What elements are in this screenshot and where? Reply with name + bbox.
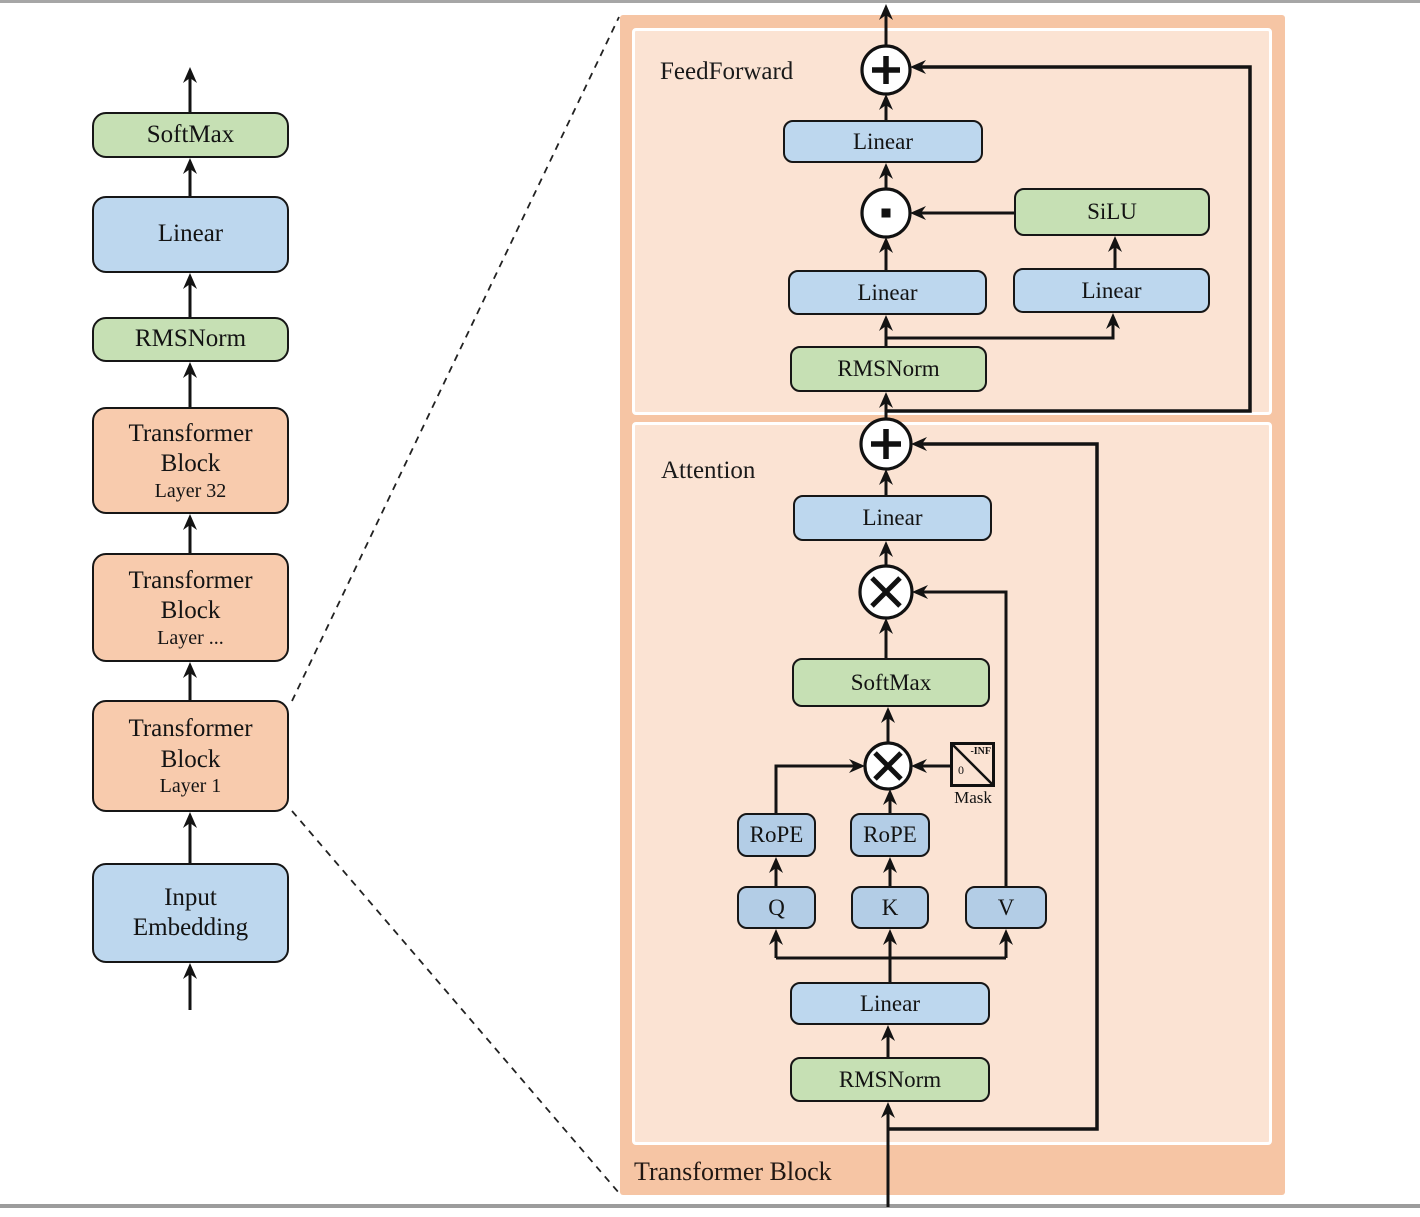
- attn-softmax-block: SoftMax: [792, 658, 990, 707]
- attn-k-label: K: [881, 894, 899, 920]
- attn-rope-k-block: RoPE: [850, 813, 930, 857]
- causal-mask-icon: -INF 0: [950, 742, 995, 787]
- stack-transformer-block-32: Transformer Block Layer 32: [92, 407, 289, 514]
- tb1-layer: Layer 1: [159, 775, 222, 797]
- tbmid-line1: Transformer: [128, 566, 253, 594]
- ff-linear-gate-block: Linear: [788, 270, 987, 315]
- transformer-block-panel-label: Transformer Block: [634, 1157, 832, 1186]
- mask-neg-inf-text: -INF: [970, 746, 991, 757]
- attn-v-block: V: [965, 886, 1047, 929]
- stack-rmsnorm-label: RMSNorm: [134, 325, 247, 353]
- attn-rmsnorm-label: RMSNorm: [838, 1066, 942, 1092]
- stack-softmax-label: SoftMax: [146, 120, 235, 148]
- tb1-line1: Transformer: [128, 715, 253, 742]
- tbmid-line2: Block: [160, 597, 221, 624]
- attn-linear-out-block: Linear: [793, 495, 992, 541]
- input-embedding-line2: Embedding: [132, 914, 249, 941]
- tb1-line2: Block: [160, 745, 221, 773]
- feedforward-section-label: FeedForward: [660, 58, 794, 85]
- ff-linear-gate-label: Linear: [857, 279, 918, 305]
- ff-rmsnorm-block: RMSNorm: [790, 346, 987, 392]
- attn-rope-q-label: RoPE: [749, 822, 804, 848]
- ff-linear-up-block: Linear: [1013, 268, 1210, 313]
- stack-transformer-block-mid: Transformer Block Layer ...: [92, 553, 289, 662]
- attn-linear-out-label: Linear: [862, 505, 923, 531]
- ff-linear-out-block: Linear: [783, 120, 983, 163]
- attn-rope-k-label: RoPE: [863, 822, 917, 848]
- attn-rmsnorm-block: RMSNorm: [790, 1057, 990, 1102]
- attn-softmax-label: SoftMax: [850, 669, 932, 695]
- attention-section-label: Attention: [661, 457, 756, 484]
- stack-rmsnorm-block: RMSNorm: [92, 317, 289, 362]
- ff-silu-label: SiLU: [1087, 199, 1137, 225]
- attn-k-block: K: [851, 886, 929, 929]
- attn-linear-in-label: Linear: [859, 990, 920, 1016]
- tb32-layer: Layer 32: [154, 479, 227, 502]
- tb32-line2: Block: [160, 450, 221, 477]
- attn-rope-q-block: RoPE: [737, 813, 816, 857]
- stack-transformer-block-1: Transformer Block Layer 1: [92, 700, 289, 812]
- tbmid-layer: Layer ...: [157, 626, 224, 649]
- stack-linear-block: Linear: [92, 196, 289, 273]
- input-embedding-line1: Input: [164, 883, 217, 911]
- attn-linear-in-block: Linear: [790, 982, 990, 1025]
- bottom-border-line: [0, 1204, 1420, 1208]
- ff-rmsnorm-label: RMSNorm: [837, 356, 940, 382]
- stack-input-embedding-block: Input Embedding: [92, 863, 289, 963]
- ff-linear-up-label: Linear: [1081, 277, 1142, 303]
- mask-zero-text: 0: [958, 763, 964, 777]
- attn-q-label: Q: [768, 894, 785, 920]
- mask-caption: Mask: [954, 788, 992, 807]
- top-border-line: [0, 0, 1420, 3]
- ff-silu-block: SiLU: [1014, 188, 1210, 236]
- stack-linear-label: Linear: [157, 220, 224, 248]
- tb32-line1: Transformer: [128, 419, 253, 447]
- attn-v-label: V: [997, 894, 1015, 920]
- ff-linear-out-label: Linear: [852, 128, 913, 154]
- attn-q-block: Q: [737, 886, 816, 929]
- stack-softmax-block: SoftMax: [92, 112, 289, 158]
- zoom-guide-dashed-lines: [291, 16, 620, 1194]
